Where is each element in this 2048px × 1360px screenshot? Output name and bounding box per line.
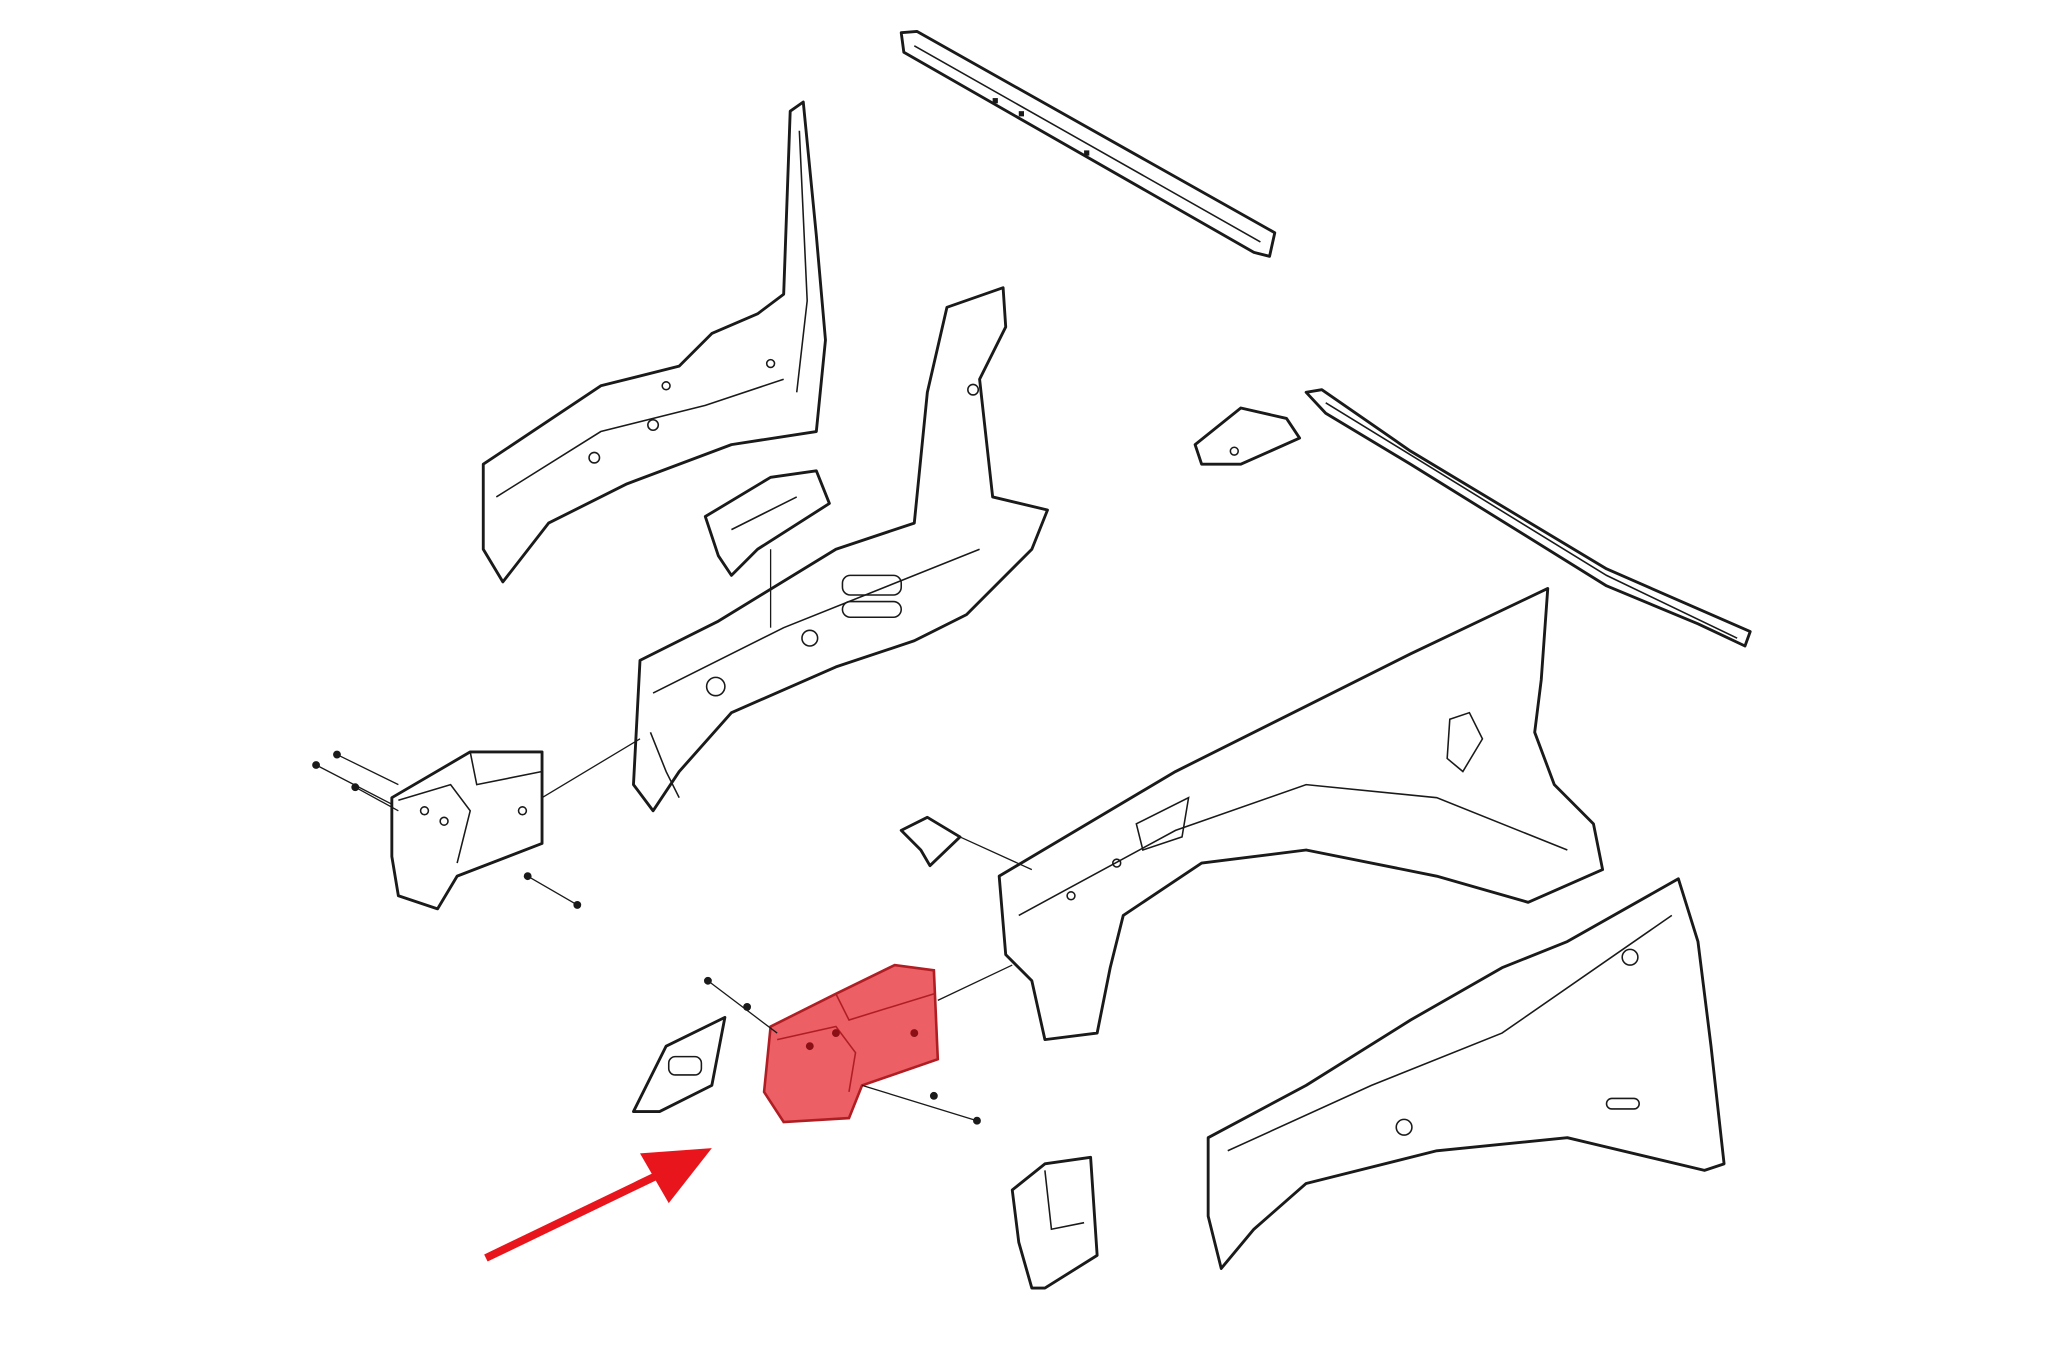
reinforcement-plate xyxy=(632,1015,727,1113)
upper-cross-rail xyxy=(899,29,1277,258)
a-pillar-panel xyxy=(481,100,827,584)
inner-apron-pillar xyxy=(632,286,1049,813)
leader-line xyxy=(541,738,641,799)
pointer-arrow-icon xyxy=(484,1148,712,1262)
pillar-bracket xyxy=(703,469,831,577)
fender-apron-panel xyxy=(997,587,1605,1042)
highlighted-rail-extension xyxy=(762,963,940,1124)
clip-bracket xyxy=(899,815,1033,871)
lower-bolts xyxy=(704,976,981,1125)
left-rail-extension xyxy=(390,750,544,911)
wheelhouse-panel xyxy=(1206,877,1726,1270)
leader-line xyxy=(937,964,1013,1001)
small-gusset-plate xyxy=(1193,406,1302,466)
lower-cross-rail xyxy=(1304,388,1752,648)
left-bolts xyxy=(312,750,582,909)
lower-bracket xyxy=(1010,1155,1099,1290)
